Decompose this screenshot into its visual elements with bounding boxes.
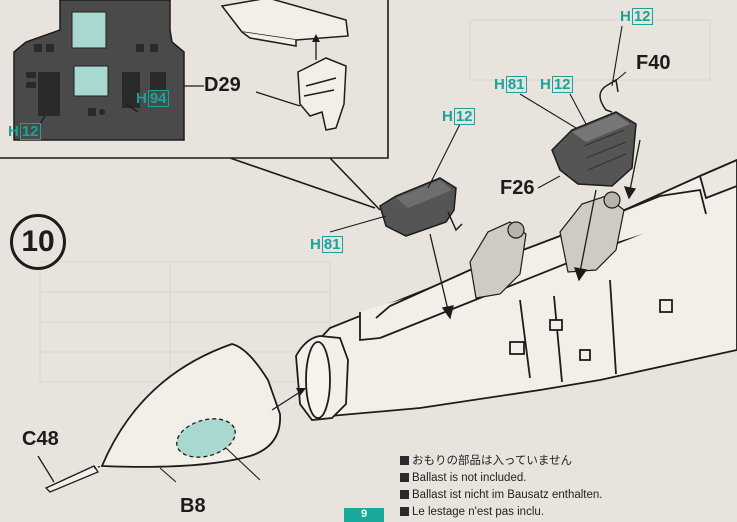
label-f40: F40	[636, 52, 671, 74]
note-ja: おもりの部品は入っていません	[400, 453, 603, 470]
label-c48: C48	[22, 428, 59, 450]
ballast-notes: おもりの部品は入っていません Ballast is not included. …	[400, 453, 603, 521]
step-number: 10	[10, 214, 66, 270]
canopy-part	[220, 0, 349, 47]
label-f26: F26	[500, 177, 535, 199]
seat-part-f26	[551, 78, 637, 187]
detail-inset	[0, 0, 389, 211]
nose-section	[295, 335, 349, 421]
pitot-probe	[37, 455, 103, 493]
label-d29: D29	[204, 74, 241, 96]
note-de: Ballast ist nicht im Bausatz enthalten.	[400, 487, 603, 504]
seat-part-h81-left	[379, 177, 463, 237]
cockpit-seats	[469, 191, 625, 299]
note-en: Ballast is not included.	[400, 470, 603, 487]
page-number: 9	[344, 508, 384, 522]
label-b8: B8	[180, 495, 206, 517]
seat-part-inset	[297, 57, 347, 131]
note-fr: Le lestage n'est pas inclu.	[400, 504, 603, 521]
radome-part	[100, 343, 281, 483]
instrument-panel	[13, 0, 204, 141]
